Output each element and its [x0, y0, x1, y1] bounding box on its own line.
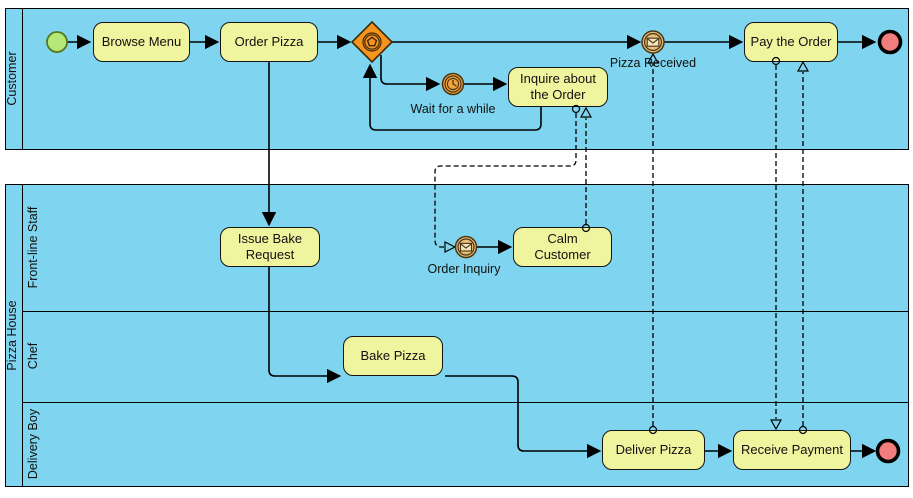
sequence-flow-gateway-to-timer[interactable]	[380, 55, 441, 92]
task-order-pizza[interactable]: Order Pizza	[220, 22, 318, 62]
sequence-flow-bake-to-deliver[interactable]	[445, 375, 602, 459]
envelope-icon	[459, 242, 473, 252]
lane-divider-frontline-chef	[22, 311, 908, 312]
timer-event-label: Wait for a while	[410, 102, 496, 116]
sequence-flow-inquire-back-to-gateway[interactable]	[362, 63, 542, 131]
timer-event-wait[interactable]	[441, 72, 465, 96]
gateway-pentagon-icon	[366, 36, 378, 47]
start-event[interactable]	[46, 31, 68, 53]
event-based-gateway[interactable]	[350, 20, 394, 64]
task-browse-menu[interactable]: Browse Menu	[93, 22, 190, 62]
task-calm-customer[interactable]: Calm Customer	[513, 227, 612, 267]
gateway-inner-ring-icon	[364, 34, 380, 50]
message-source-dot-receive-payment	[798, 425, 808, 435]
message-flow-inquire-to-order-inquiry[interactable]	[434, 113, 577, 248]
task-inquire-about-order[interactable]: Inquire about the Order	[508, 67, 608, 107]
envelope-icon	[646, 37, 660, 47]
message-source-dot-calm-customer	[581, 223, 591, 233]
message-event-order-inquiry[interactable]	[454, 235, 478, 259]
message-arrowhead-into-pizza-received	[646, 52, 660, 64]
gateway-outer-ring-icon	[362, 32, 382, 52]
pool-customer-name-strip	[6, 9, 23, 149]
message-arrowhead-into-order-inquiry	[444, 241, 457, 253]
message-arrowhead-into-receive-payment	[769, 419, 783, 431]
message-arrowhead-into-inquire	[579, 106, 593, 118]
message-source-dot-inquire	[571, 104, 581, 114]
message-source-dot-pay-the-order	[771, 56, 781, 66]
task-bake-pizza[interactable]: Bake Pizza	[343, 336, 443, 376]
task-deliver-pizza[interactable]: Deliver Pizza	[602, 430, 705, 470]
task-issue-bake-request[interactable]: Issue Bake Request	[220, 227, 320, 267]
message-source-dot-deliver-pizza	[648, 425, 658, 435]
end-event-customer[interactable]	[877, 29, 903, 55]
order-inquiry-event-label: Order Inquiry	[427, 262, 501, 276]
message-event-pizza-received[interactable]	[641, 30, 665, 54]
lane-divider-chef-delivery	[22, 402, 908, 403]
clock-face-icon	[446, 77, 460, 91]
end-event-delivery[interactable]	[875, 438, 901, 464]
task-pay-the-order[interactable]: Pay the Order	[744, 22, 838, 62]
task-receive-payment[interactable]: Receive Payment	[733, 430, 851, 470]
message-arrowhead-into-pay-the-order	[796, 60, 810, 72]
clock-hands-icon	[452, 80, 457, 87]
sequence-flow-issue-bake-to-bake[interactable]	[268, 267, 342, 384]
pool-pizza-house-name-strip	[6, 185, 23, 486]
